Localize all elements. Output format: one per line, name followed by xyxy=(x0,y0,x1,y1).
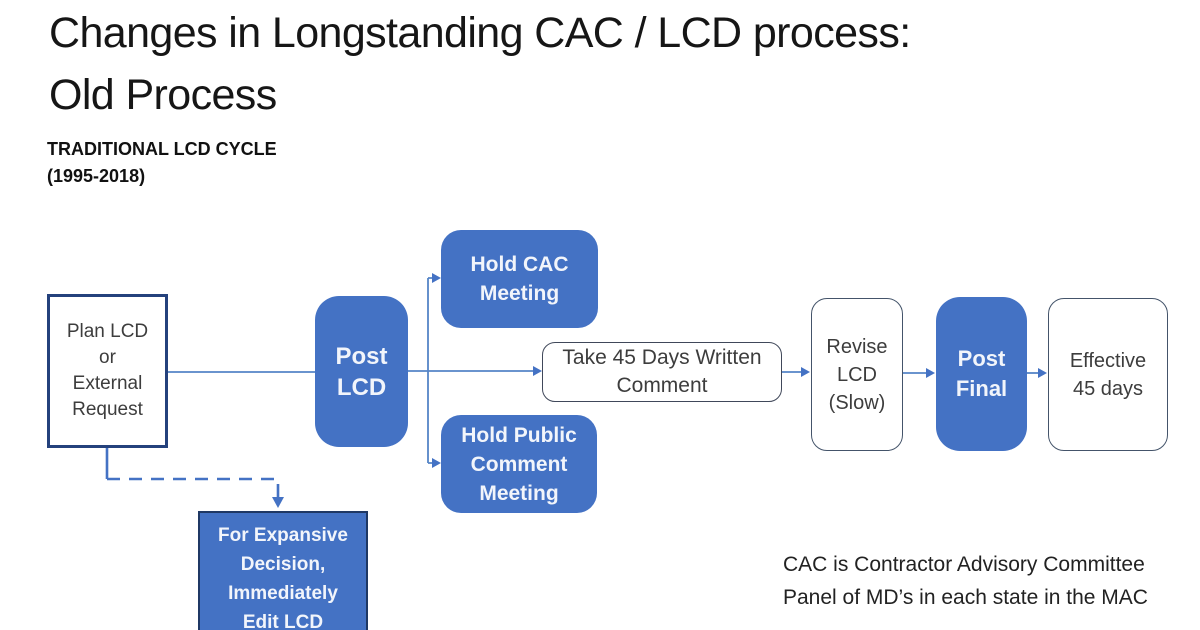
arrowhead-to-holdpublic xyxy=(432,458,441,468)
connector-plan-to-expansive-dashed xyxy=(107,477,280,497)
arrowhead-to-take45 xyxy=(533,366,542,376)
arrowhead-to-revise xyxy=(801,367,810,377)
arrowhead-to-holdcac xyxy=(432,273,441,283)
arrowhead-to-postfinal xyxy=(926,368,935,378)
arrowhead-to-effective xyxy=(1038,368,1047,378)
flow-node-revise-lcd-slow: Revise LCD (Slow) xyxy=(811,298,903,451)
flow-node-hold-public-comment-meeting: Hold Public Comment Meeting xyxy=(441,415,597,513)
cac-definition-footnote: CAC is Contractor Advisory Committee Pan… xyxy=(783,553,1148,609)
slide-title: Changes in Longstanding CAC / LCD proces… xyxy=(49,9,911,119)
flow-node-take-45-days-comment: Take 45 Days Written Comment xyxy=(542,342,782,402)
slide-subtitle: TRADITIONAL LCD CYCLE (1995-2018) xyxy=(47,139,277,186)
flow-node-post-final: Post Final xyxy=(936,297,1027,451)
flow-node-expansive-decision-edit-lcd: For Expansive Decision, Immediately Edit… xyxy=(198,511,368,630)
flow-node-post-lcd: Post LCD xyxy=(315,296,408,447)
flow-node-plan-lcd: Plan LCD or External Request xyxy=(47,294,168,448)
flow-node-effective-45-days: Effective 45 days xyxy=(1048,298,1168,451)
connector-junction-vertical xyxy=(427,277,432,464)
flow-node-hold-cac-meeting: Hold CAC Meeting xyxy=(441,230,598,328)
arrowhead-to-expansive xyxy=(272,497,284,508)
